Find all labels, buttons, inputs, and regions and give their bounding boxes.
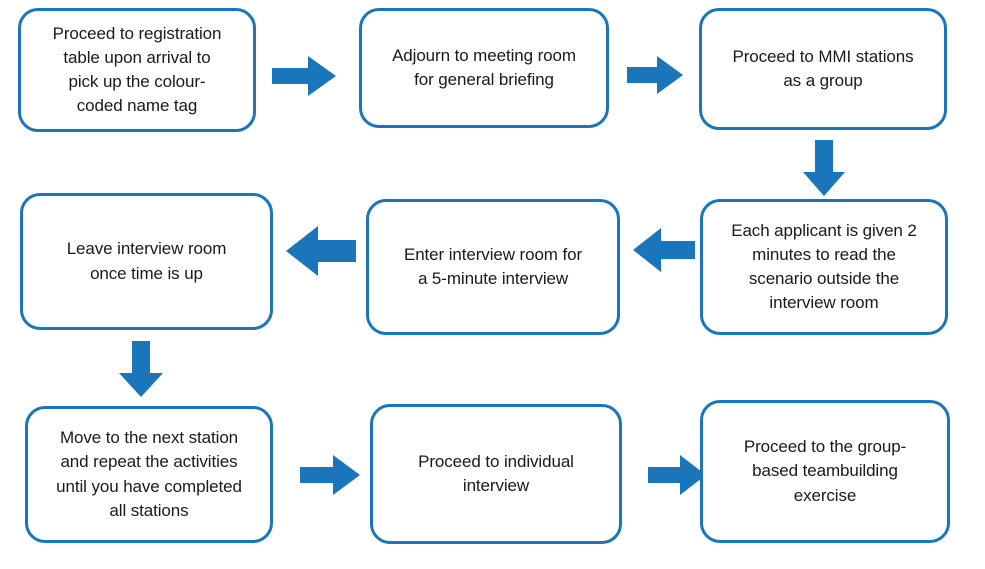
flow-node-label: Proceed to individual interview	[418, 451, 574, 495]
arrow-briefing-to-mmi-stations	[627, 56, 683, 94]
arrow-registration-to-briefing	[272, 56, 336, 96]
flow-node-registration[interactable]: Proceed to registration table upon arriv…	[18, 8, 256, 132]
flow-node-label: Proceed to registration table upon arriv…	[52, 23, 222, 116]
flow-node-enter-room[interactable]: Enter interview room for a 5-minute inte…	[366, 199, 620, 335]
flow-node-leave-room[interactable]: Leave interview room once time is up	[20, 193, 273, 330]
flow-node-label: Adjourn to meeting room for general brie…	[392, 45, 576, 89]
flow-node-individual-interview[interactable]: Proceed to individual interview	[370, 404, 622, 544]
arrow-individual-interview-to-teambuilding	[648, 455, 706, 495]
flow-node-briefing[interactable]: Adjourn to meeting room for general brie…	[359, 8, 609, 128]
flow-node-label: Enter interview room for a 5-minute inte…	[403, 244, 583, 288]
flow-node-label: Move to the next station and repeat the …	[56, 428, 242, 520]
flow-node-label: Leave interview room once time is up	[66, 239, 227, 283]
flow-node-label: Proceed to the group- based teambuilding…	[743, 437, 907, 505]
flow-node-next-station[interactable]: Move to the next station and repeat the …	[25, 406, 273, 543]
flow-node-label: Each applicant is given 2 minutes to rea…	[731, 220, 917, 313]
arrow-enter-room-to-leave-room	[286, 226, 356, 276]
flow-node-mmi-stations[interactable]: Proceed to MMI stations as a group	[699, 8, 947, 130]
flow-node-teambuilding[interactable]: Proceed to the group- based teambuilding…	[700, 400, 950, 543]
flow-node-read-scenario[interactable]: Each applicant is given 2 minutes to rea…	[700, 199, 948, 335]
arrow-next-station-to-individual-interview	[300, 455, 360, 495]
flow-node-label: Proceed to MMI stations as a group	[732, 46, 914, 90]
arrow-read-scenario-to-enter-room	[633, 228, 695, 272]
arrow-leave-room-to-next-station	[119, 341, 163, 397]
arrow-mmi-stations-to-read-scenario	[803, 140, 845, 196]
